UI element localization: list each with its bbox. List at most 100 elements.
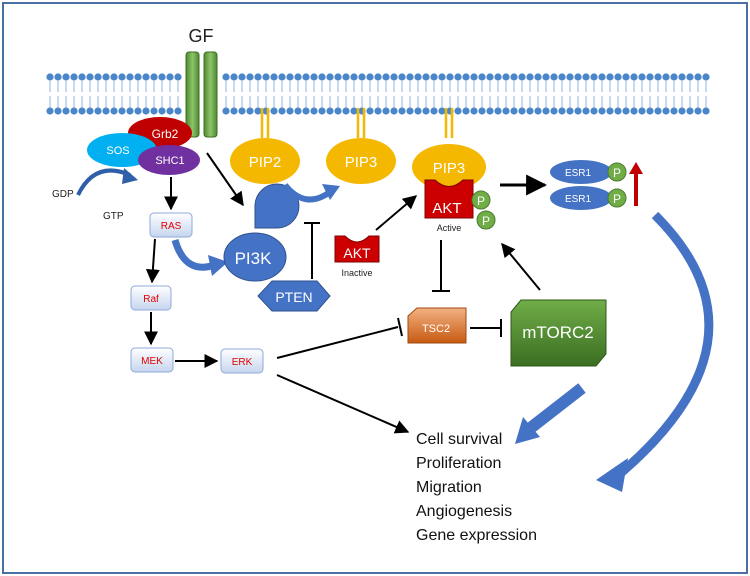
outcome-cell-survival: Cell survival: [416, 431, 502, 448]
pip3-lipid-right: [412, 108, 486, 190]
lipid-head: [254, 73, 262, 81]
lipid-head: [678, 107, 686, 115]
pip2-label: PIP2: [249, 154, 282, 171]
lipid-head: [590, 73, 598, 81]
outcome-angiogenesis: Angiogenesis: [416, 503, 512, 520]
lipid-head: [454, 107, 462, 115]
lipid-head: [102, 73, 110, 81]
lipid-head: [166, 107, 174, 115]
lipid-head: [70, 107, 78, 115]
lipid-head: [86, 107, 94, 115]
lipid-head: [102, 107, 110, 115]
esr1-phospho-circle-1: [607, 162, 627, 182]
erk-tsc2-inhibition-bar: [397, 317, 403, 337]
lipid-head: [654, 107, 662, 115]
mek-box: [130, 347, 174, 373]
lipid-head: [550, 73, 558, 81]
akt-activation-arrow: [375, 195, 418, 231]
esr1-phospho-circle-2: [607, 188, 627, 208]
lipid-head: [494, 73, 502, 81]
lipid-head: [166, 73, 174, 81]
lipid-head: [550, 107, 558, 115]
lipid-head: [254, 107, 262, 115]
gf-label: GF: [189, 26, 214, 46]
pi3k-label: PI3K: [235, 249, 273, 268]
lipid-head: [350, 107, 358, 115]
akt-phospho-label-1: P: [477, 194, 485, 208]
lipid-head: [62, 107, 70, 115]
lipid-head: [686, 73, 694, 81]
lipid-head: [158, 73, 166, 81]
lipid-head: [294, 107, 302, 115]
pip2-pip3-arrow: [282, 183, 332, 203]
pten-protein: [257, 280, 331, 312]
lipid-head: [230, 107, 238, 115]
lipid-head: [470, 73, 478, 81]
lipid-head: [318, 73, 326, 81]
esr1-phospho-label-2: P: [613, 192, 621, 206]
lipid-head: [142, 107, 150, 115]
lipid-head: [510, 73, 518, 81]
grb2-label: Grb2: [152, 127, 179, 141]
lipid-head: [246, 73, 254, 81]
erk-tsc2-inhibition-line: [276, 326, 399, 359]
lipid-head: [526, 107, 534, 115]
lipid-head: [478, 73, 486, 81]
lipid-head: [110, 107, 118, 115]
lipid-head: [174, 73, 182, 81]
lipid-head: [326, 107, 334, 115]
cell-membrane: [46, 73, 710, 115]
lipid-head: [678, 73, 686, 81]
outcome-proliferation: Proliferation: [416, 455, 501, 472]
lipid-head: [638, 73, 646, 81]
lipid-head: [78, 107, 86, 115]
lipid-head: [646, 73, 654, 81]
lipid-head: [158, 107, 166, 115]
lipid-head: [374, 107, 382, 115]
lipid-head: [46, 107, 54, 115]
lipid-head: [558, 107, 566, 115]
ras-pi3k-arrowhead: [208, 255, 228, 276]
lipid-head: [526, 73, 534, 81]
shc1-protein: [138, 145, 200, 175]
lipid-head: [302, 73, 310, 81]
lipid-head: [438, 73, 446, 81]
erk-label: ERK: [232, 357, 253, 368]
lipid-head: [302, 107, 310, 115]
mtorc2-akt-arrow: [501, 242, 541, 291]
lipid-head: [518, 73, 526, 81]
lipid-head: [518, 107, 526, 115]
mtorc2-complex: [510, 299, 607, 367]
erk-box: [220, 348, 264, 374]
outcome-migration: Migration: [416, 479, 482, 496]
pip3-label-right: PIP3: [433, 160, 466, 177]
lipid-head: [150, 73, 158, 81]
pip2-lipid: [230, 108, 300, 184]
lipid-head: [286, 73, 294, 81]
lipid-head: [134, 107, 142, 115]
lipid-head: [358, 73, 366, 81]
lipid-head: [238, 107, 246, 115]
esr1-phospho-label-1: P: [613, 166, 621, 180]
lipid-head: [590, 107, 598, 115]
lipid-head: [310, 107, 318, 115]
lipid-head: [398, 107, 406, 115]
inactive-label: Inactive: [341, 268, 372, 278]
lipid-head: [502, 73, 510, 81]
lipid-head: [318, 107, 326, 115]
lipid-head: [54, 73, 62, 81]
lipid-head: [134, 73, 142, 81]
esr1-protein-1: [550, 160, 612, 184]
tsc2-protein: [407, 307, 467, 344]
lipid-head: [286, 107, 294, 115]
lipid-head: [54, 107, 62, 115]
lipid-head: [534, 107, 542, 115]
lipid-head: [702, 107, 710, 115]
lipid-head: [326, 73, 334, 81]
pip3-lipid-middle: [326, 108, 396, 184]
esr1-label-2: ESR1: [565, 194, 592, 205]
lipid-head: [622, 73, 630, 81]
lipid-head: [566, 73, 574, 81]
